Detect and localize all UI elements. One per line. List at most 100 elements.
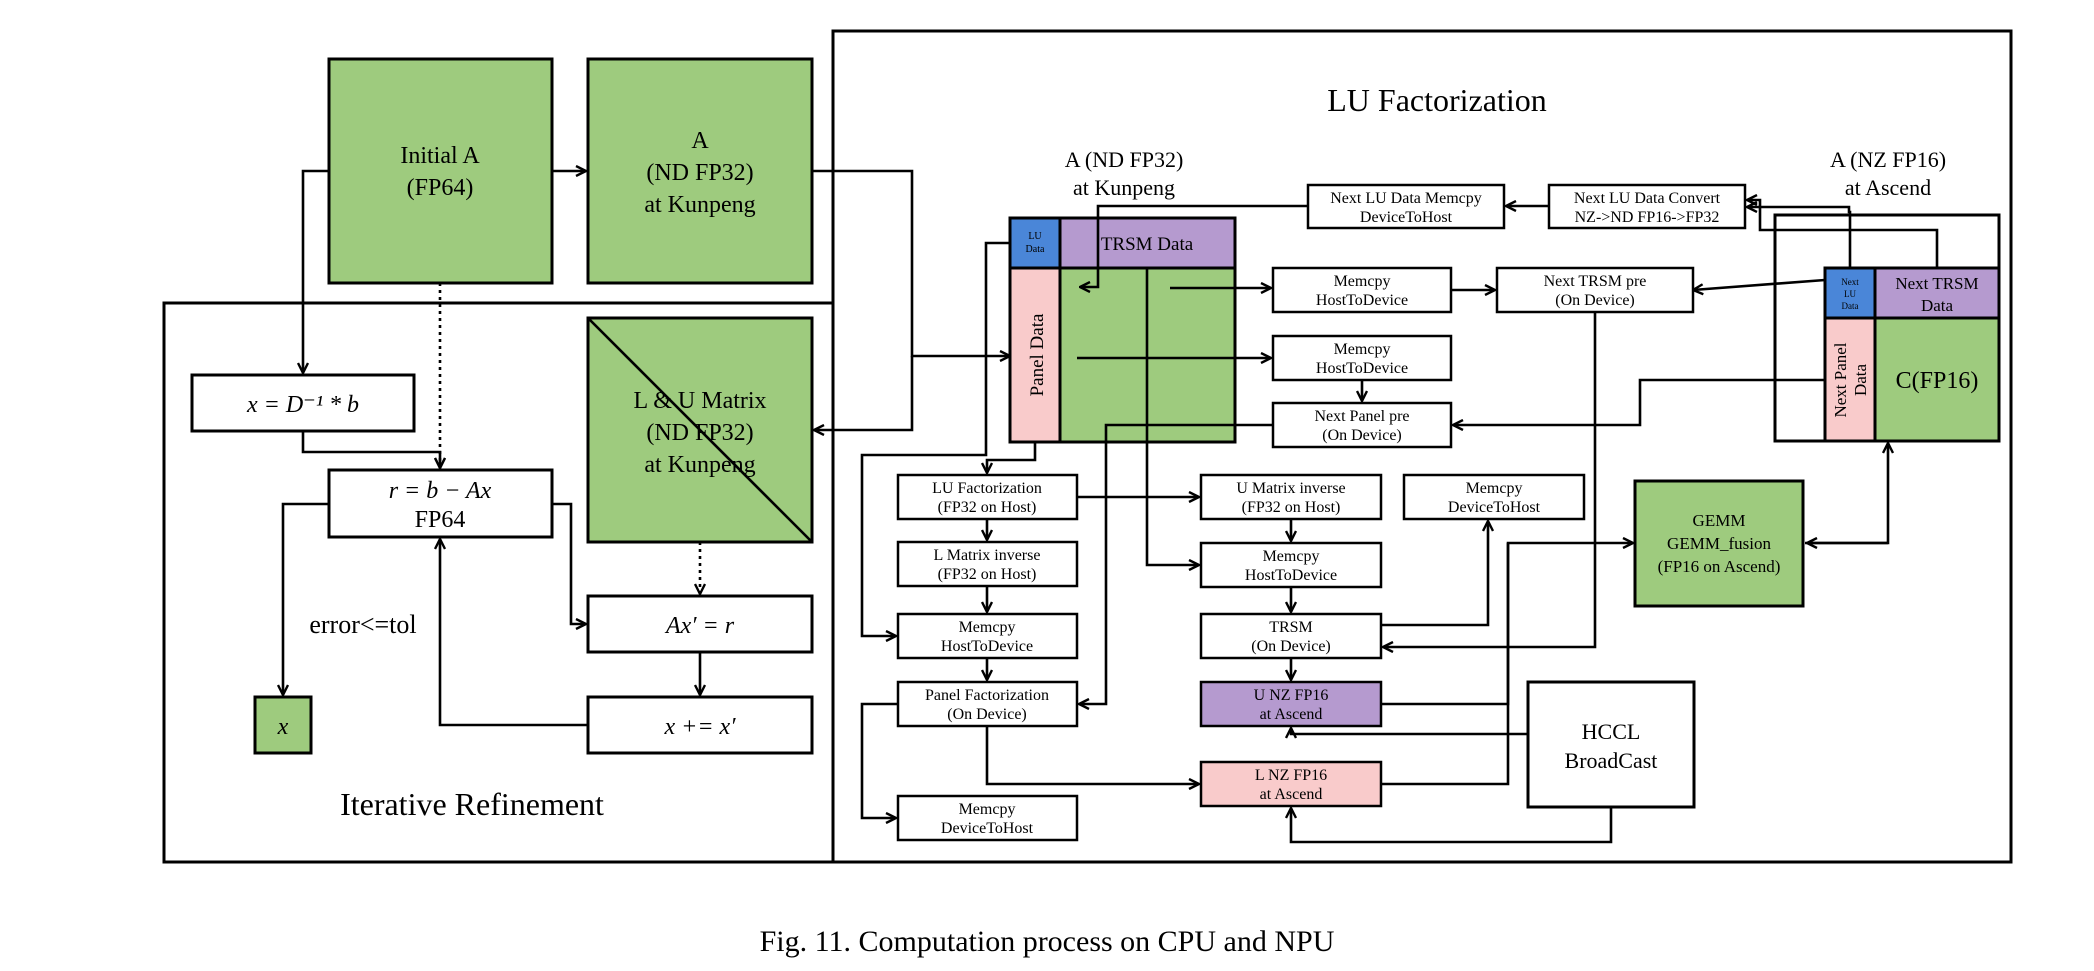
arrow-panelfact-to-memcpyd2h	[860, 702, 898, 818]
svg-text:(ND FP32): (ND FP32)	[646, 160, 753, 186]
x-init-box: x = D⁻¹ * b	[190, 373, 416, 433]
svg-text:U NZ FP16: U NZ FP16	[1254, 687, 1329, 704]
l-inv-box: L Matrix inverse (FP32 on Host)	[896, 540, 1079, 588]
memcpy-h2d-4-box: Memcpy HostToDevice	[1199, 541, 1383, 589]
arrow-to-lu-matrix	[814, 356, 914, 430]
lu-fact-box: LU Factorization (FP32 on Host)	[896, 473, 1079, 521]
svg-text:Next LU Data Memcpy: Next LU Data Memcpy	[1330, 190, 1482, 207]
svg-text:HostToDevice: HostToDevice	[941, 638, 1033, 655]
svg-text:L NZ FP16: L NZ FP16	[1255, 767, 1327, 784]
svg-text:GEMM_fusion: GEMM_fusion	[1667, 534, 1771, 553]
u-nz-box: U NZ FP16 at Ascend	[1199, 680, 1383, 728]
svg-text:(ND FP32): (ND FP32)	[646, 420, 753, 446]
svg-text:Memcpy: Memcpy	[1334, 273, 1391, 290]
svg-text:(FP32 on Host): (FP32 on Host)	[938, 499, 1037, 516]
trsm-data-cell	[1058, 216, 1237, 270]
arrow-panelfact-to-lnz	[985, 726, 1199, 784]
next-lu-memcpy-box: Next LU Data Memcpy DeviceToHost	[1306, 183, 1506, 230]
arrow-hccl-to-lnz	[1291, 807, 1613, 844]
arrow-lu-data-to-memcpy3	[860, 241, 1010, 636]
flow-diagram: LU Factorization Iterative Refinement In…	[162, 29, 2013, 864]
device-matrix: Next LU Data Next TRSM Data Next Panel D…	[1773, 213, 2001, 443]
svg-text:FP64: FP64	[415, 507, 466, 533]
svg-text:Memcpy: Memcpy	[959, 619, 1016, 636]
svg-text:(FP32 on Host): (FP32 on Host)	[1242, 499, 1341, 516]
svg-text:x += x′: x += x′	[664, 714, 737, 740]
host-matrix: LU Data TRSM Data Panel Data	[1008, 216, 1237, 444]
svg-text:Memcpy: Memcpy	[1334, 341, 1391, 358]
arrow-residual-to-solve	[552, 502, 586, 624]
svg-text:x: x	[277, 714, 289, 740]
svg-text:HCCL: HCCL	[1582, 719, 1641, 744]
svg-text:Data: Data	[1851, 364, 1870, 397]
svg-text:at Kunpeng: at Kunpeng	[644, 452, 755, 478]
arrow-nextpanel-to-panelpre	[1453, 378, 1825, 425]
update-box: x += x′	[586, 695, 814, 755]
memcpy-h2d-1-box: Memcpy HostToDevice	[1271, 266, 1453, 314]
svg-text:Memcpy: Memcpy	[959, 801, 1016, 818]
svg-text:at Kunpeng: at Kunpeng	[644, 192, 755, 218]
arrow-gemm-to-c	[1805, 443, 1888, 545]
l-nz-box: L NZ FP16 at Ascend	[1199, 760, 1383, 808]
svg-text:(On Device): (On Device)	[1322, 427, 1402, 444]
a-nz-label-1: A (NZ FP16)	[1830, 147, 1946, 172]
arrow-nexttrsm-to-trsmpre	[1693, 278, 1826, 290]
svg-text:Initial A: Initial A	[400, 143, 480, 169]
next-lu-convert-box: Next LU Data Convert NZ->ND FP16->FP32	[1547, 183, 1747, 230]
svg-text:A: A	[691, 128, 709, 154]
svg-text:Data: Data	[1026, 244, 1045, 255]
arrow-hccl-to-unz	[1291, 728, 1528, 734]
memcpy-h2d-2-box: Memcpy HostToDevice	[1271, 334, 1453, 382]
svg-text:(FP16 on Ascend): (FP16 on Ascend)	[1658, 557, 1781, 576]
svg-text:(On Device): (On Device)	[1555, 292, 1635, 309]
memcpy-d2h-2-box: Memcpy DeviceToHost	[1402, 473, 1586, 521]
svg-text:Next LU Data Convert: Next LU Data Convert	[1574, 190, 1721, 207]
arrow-lnz-to-gemm	[1381, 543, 1510, 786]
memcpy-d2h-1-box: Memcpy DeviceToHost	[896, 794, 1079, 842]
svg-text:GEMM: GEMM	[1693, 511, 1746, 530]
svg-text:(FP32 on Host): (FP32 on Host)	[938, 566, 1037, 583]
svg-text:Ax′ = r: Ax′ = r	[664, 613, 735, 639]
arrow-initial-to-xinit	[303, 169, 329, 373]
svg-text:HostToDevice: HostToDevice	[1245, 567, 1337, 584]
svg-text:Panel Data: Panel Data	[1027, 313, 1048, 396]
svg-text:NZ->ND FP16->FP32: NZ->ND FP16->FP32	[1575, 209, 1720, 226]
arrow-residual-to-result	[283, 502, 329, 695]
solve-box: Ax′ = r	[586, 594, 814, 654]
arrow-trsmpre-to-trsm	[1383, 312, 1597, 647]
iterative-refinement-frame	[162, 301, 835, 864]
svg-text:at Ascend: at Ascend	[1260, 706, 1323, 723]
initial-a-box: Initial A (FP64)	[327, 57, 554, 285]
svg-text:(FP64): (FP64)	[407, 175, 474, 201]
svg-text:x = D⁻¹ * b: x = D⁻¹ * b	[246, 392, 359, 418]
svg-text:HostToDevice: HostToDevice	[1316, 292, 1408, 309]
lu-data-cell	[1008, 216, 1062, 270]
svg-text:Next Panel pre: Next Panel pre	[1314, 408, 1409, 425]
svg-text:DeviceToHost: DeviceToHost	[1360, 209, 1453, 226]
svg-text:Memcpy: Memcpy	[1263, 548, 1320, 565]
arrow-memcpy-to-trsm-data	[1080, 204, 1308, 287]
svg-text:LU: LU	[1844, 289, 1856, 299]
lu-matrix-box: L & U Matrix (ND FP32) at Kunpeng	[586, 316, 814, 544]
hccl-box: HCCL BroadCast	[1526, 680, 1696, 809]
svg-text:C(FP16): C(FP16)	[1896, 368, 1979, 394]
next-trsm-pre-box: Next TRSM pre (On Device)	[1495, 266, 1695, 314]
a-nz-label-2: at Ascend	[1845, 175, 1931, 200]
svg-text:DeviceToHost: DeviceToHost	[941, 820, 1034, 837]
lu-diagonal	[587, 317, 813, 543]
panel-fact-box: Panel Factorization (On Device)	[896, 680, 1079, 728]
arrow-xinit-to-residual	[301, 431, 440, 468]
svg-text:TRSM Data: TRSM Data	[1101, 234, 1194, 255]
iterative-section-title: Iterative Refinement	[340, 786, 604, 822]
trsm-box: TRSM (On Device)	[1199, 612, 1383, 660]
arrow-trsm-to-memcpyd2h	[1381, 521, 1488, 627]
arrow-trsmdata-to-memcpy4	[1145, 268, 1199, 565]
a-nd-fp32-box: A (ND FP32) at Kunpeng	[586, 57, 814, 285]
svg-text:Next Panel: Next Panel	[1831, 342, 1850, 417]
svg-text:r = b − Ax: r = b − Ax	[389, 478, 492, 504]
svg-text:Data: Data	[1842, 301, 1859, 311]
residual-box: r = b − Ax FP64	[327, 468, 554, 539]
arrow-nexttrsm-to-convert	[1747, 200, 1939, 268]
lu-section-title: LU Factorization	[1327, 82, 1546, 118]
arrow-panelpre-to-panelfact	[1079, 423, 1273, 704]
